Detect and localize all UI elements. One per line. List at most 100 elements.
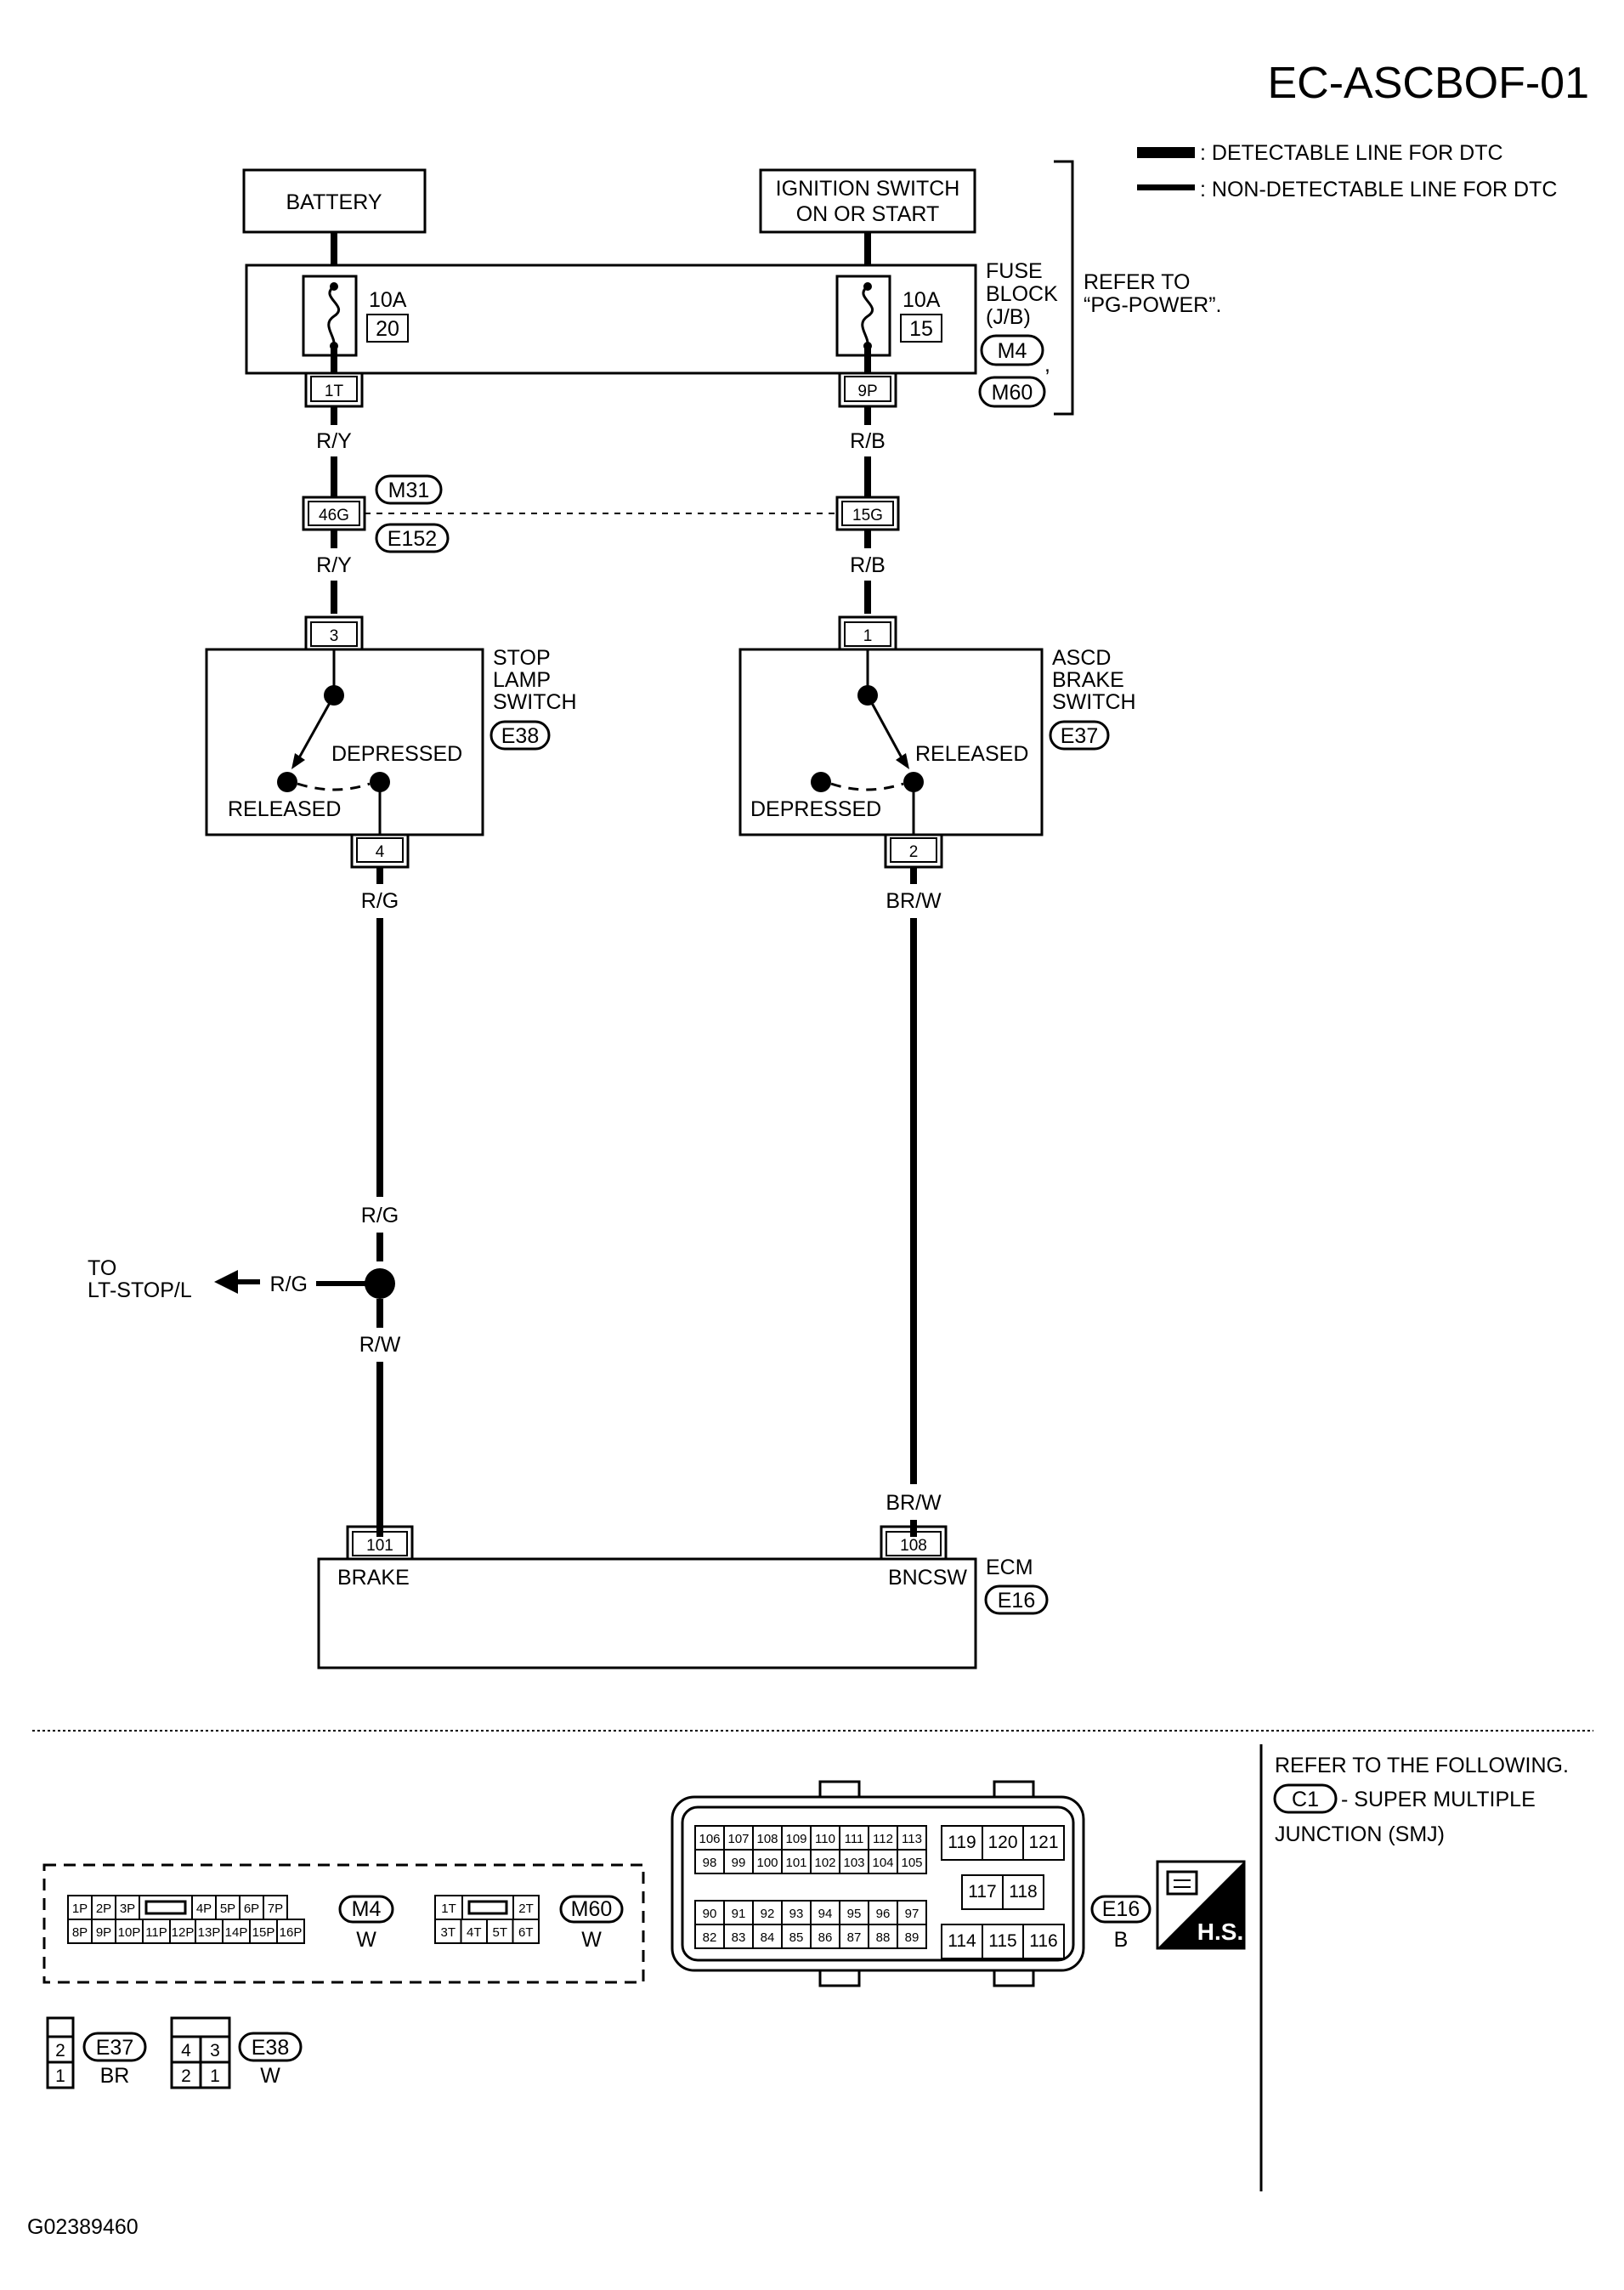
e16-pin-118-label: 118 [1009,1882,1037,1902]
fuse-20-amp: 10A [369,288,407,312]
hs-badge: H.S. [1156,1860,1246,1950]
m4-pin-9P-label: 9P [96,1925,111,1940]
stop-lamp-title-3: SWITCH [493,690,577,714]
fuse-block-label-3: (J/B) [986,305,1031,329]
m4-key-slot [144,1900,187,1915]
ascd-title-2: BRAKE [1052,668,1124,692]
to-lt-stop-line-2: LT-STOP/L [88,1278,192,1302]
m4-pin-5P-label: 5P [220,1902,235,1916]
e16-pin-116-cavity [1022,1924,1065,1959]
connector-e16-tag-label: E16 [998,1589,1035,1613]
fuse-20-number-box [366,314,409,343]
m4-pin-6P-label: 6P [244,1902,259,1916]
diagram-title: EC-ASCBOF-01 [1267,59,1589,108]
e16-pin-98-label: 98 [703,1856,717,1870]
connector-m4-tag-label: M4 [998,339,1027,363]
m4-pin-15P-label: 15P [252,1925,275,1940]
fuse-15-body [835,275,891,357]
refer-following-line-2: - SUPER MULTIPLE [1341,1788,1536,1811]
m60-pin-1T-label: 1T [441,1902,456,1916]
e16-pin-117-label: 117 [968,1882,996,1902]
ignition-label-1: IGNITION SWITCH [776,177,960,201]
stop-lamp-released-contact [277,772,297,792]
stop-lamp-switch-box [205,648,484,836]
connector-m60-tag-label: M60 [992,381,1033,405]
connector-e37-face-tag [82,2032,147,2062]
connector-c1-tag [1273,1783,1338,1814]
e16-pin-99-label: 99 [732,1856,746,1870]
splice-point [365,1268,395,1299]
connector-e38-tag-label: E38 [501,724,539,748]
e16-pin-83-label: 83 [732,1930,746,1945]
fuse-block-box [245,264,977,375]
hs-badge-label: H.S. [1197,1919,1243,1945]
e16-pin-121-label: 121 [1028,1833,1058,1852]
connector-e152-tag-label: E152 [388,527,437,551]
terminal-46g: 46G [302,496,366,531]
e16-pin-96-label: 96 [876,1907,891,1921]
e16-pin-113-label: 113 [902,1832,922,1846]
m60-pin-4T-label: 4T [467,1925,482,1940]
terminal-15g: 15G [835,496,900,531]
wire-label-rw: R/W [359,1333,401,1357]
refer-following-line-1: REFER TO THE FOLLOWING. [1275,1754,1569,1777]
m4-pin-11P-label: 11P [145,1925,167,1940]
detectable-line-swatch [1137,147,1195,158]
arrow-left-icon [214,1270,238,1294]
connector-e16-face-tag-label: E16 [1102,1897,1140,1921]
m4-pin-16P-label: 16P [280,1925,303,1940]
m4-pin-10P-label: 10P [118,1925,141,1940]
ascd-title-1: ASCD [1052,646,1111,670]
stop-lamp-switch: 3 DEPRESSED RELEASED 4 [205,615,484,869]
m60-pin-5T-label: 5T [492,1925,507,1940]
e16-pin-115-label: 115 [988,1931,1016,1951]
e16-pin-90-label: 90 [703,1907,717,1921]
wire-label-rb-1: R/B [850,429,886,453]
connector-m31-tag [375,474,443,505]
connector-e16-face-tag [1090,1895,1152,1924]
connector-e37-tag [1049,720,1110,751]
connector-c1-tag-label: C1 [1292,1788,1319,1811]
connector-m4-tag [980,334,1044,366]
e16-pin-110-label: 110 [815,1832,835,1846]
figure-id: G02389460 [27,2215,139,2239]
ecm-pin-101: 101 [366,1537,393,1555]
fuse-block-label-1: FUSE [986,259,1043,283]
e16-pin-119-label: 119 [948,1833,976,1852]
ascd-depressed-label: DEPRESSED [750,797,881,821]
connector-m60-tag [978,376,1046,408]
refer-following-line-3: JUNCTION (SMJ) [1275,1822,1445,1846]
ecm-bncsw-label: BNCSW [888,1566,967,1590]
m4-pin-3P-label: 3P [120,1902,135,1916]
fuse-15-number-box [900,314,942,343]
connector-m60-face-tag [559,1895,624,1924]
e16-pin-89-cavity [897,1924,927,1949]
e37-cell-1: 1 [55,2066,65,2086]
stop-lamp-pin-3: 3 [330,627,339,645]
e38-cell-1: 1 [210,2066,220,2086]
battery-label: BATTERY [286,190,382,214]
e16-pin-107-label: 107 [727,1832,749,1846]
connector-m4-face-tag [338,1895,394,1924]
e16-pin-84-label: 84 [761,1930,775,1945]
connector-e16-color: B [1114,1928,1129,1952]
connector-e16-tag [984,1584,1049,1615]
e16-pin-120-label: 120 [987,1833,1017,1852]
fuse-20-number: 20 [376,317,399,341]
fuse-15-number: 15 [909,317,933,341]
e16-pin-85-label: 85 [789,1930,804,1945]
e16-pin-101-label: 101 [785,1856,806,1870]
e16-pin-82-label: 82 [703,1930,717,1945]
e16-pin-92-label: 92 [761,1907,775,1921]
e16-pin-103-label: 103 [843,1856,864,1870]
e16-pin-94-label: 94 [818,1907,833,1921]
fuse-20-body [302,275,358,357]
wire-label-rb-2: R/B [850,553,886,577]
m4-pin-8P-label: 8P [72,1925,88,1940]
fuse-15-element [861,285,874,347]
e38-cell-2: 2 [181,2066,191,2086]
